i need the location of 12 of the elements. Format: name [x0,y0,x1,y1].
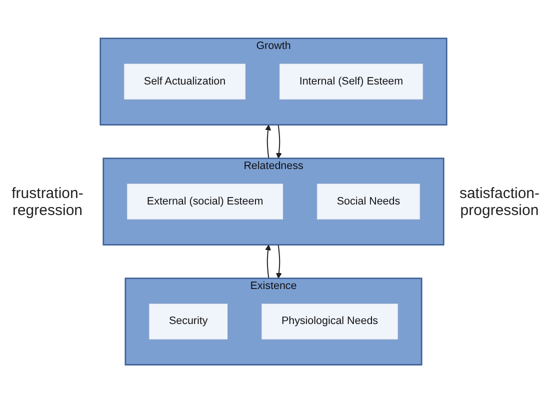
node-box: Internal (Self) Esteem [278,63,424,100]
arrow [265,244,271,278]
arrow [276,244,282,279]
node-box: Physiological Needs [261,303,398,340]
arrow-caption: frustration-regression [10,184,84,218]
node-box: Social Needs [316,183,421,220]
node-box: External (social) Esteem [126,183,284,220]
arrow [276,124,282,159]
arrow-caption: satisfaction-progression [458,184,541,218]
node-box: Security [148,303,228,340]
node-box: Self Actualization [124,63,246,100]
arrow [265,124,271,158]
